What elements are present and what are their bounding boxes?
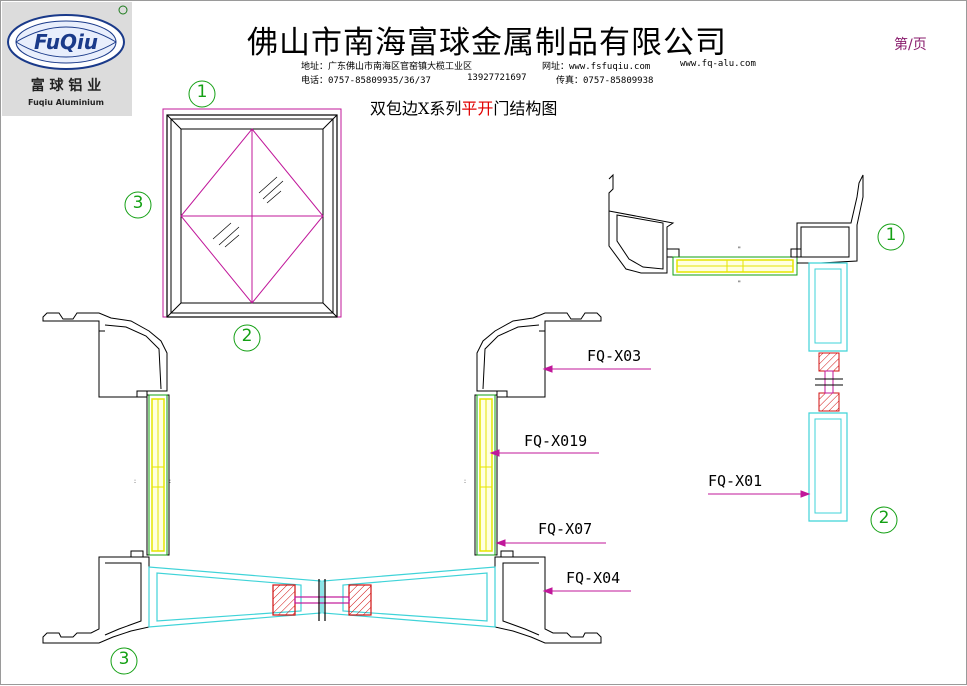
svg-text:": " xyxy=(738,246,741,253)
top-right-section: " " xyxy=(608,173,864,522)
left-jamb-section: : : xyxy=(42,312,171,644)
part-label-fq-x019: FQ-X019 xyxy=(524,432,588,450)
section-marker-3: 3 xyxy=(132,193,144,213)
sash-meeting-section xyxy=(148,566,496,628)
company-fax: 传真：0757-85809938 xyxy=(556,76,654,86)
drawing-title-highlight: 平开 xyxy=(461,99,494,118)
section-marker-2: 2 xyxy=(241,326,253,346)
part-label-fq-x04: FQ-X04 xyxy=(566,569,621,587)
door-elevation xyxy=(162,108,342,318)
leader-lines xyxy=(489,365,811,595)
section-marker-1b: 1 xyxy=(885,225,897,245)
drawing-title-suffix: 门结构图 xyxy=(493,99,558,118)
company-website: 网址：www.fsfuqiu.com xyxy=(542,62,651,72)
company-name: 佛山市南海富球金属制品有限公司 xyxy=(247,25,727,61)
section-marker-circles xyxy=(110,80,905,675)
section-marker-1: 1 xyxy=(196,82,208,102)
svg-text:Fuqiu Aluminium: Fuqiu Aluminium xyxy=(28,98,104,107)
svg-text::: : xyxy=(134,478,136,485)
company-mobile: 13927721697 xyxy=(467,73,527,83)
part-label-fq-x01: FQ-X01 xyxy=(708,472,763,490)
company-website-2: www.fq-alu.com xyxy=(680,59,756,69)
company-phone: 电话：0757-85809935/36/37 xyxy=(301,76,431,86)
page-number: 第/页 xyxy=(894,37,927,53)
part-label-fq-x03: FQ-X03 xyxy=(587,347,642,365)
part-label-fq-x07: FQ-X07 xyxy=(538,520,593,538)
right-jamb-section: : xyxy=(464,312,602,644)
svg-text::: : xyxy=(464,478,466,485)
drawing-title: 双包边X系列平开门结构图 xyxy=(370,95,557,119)
drawing-title-prefix: 双包边X系列 xyxy=(370,99,462,118)
company-address: 地址：广东佛山市南海区官窑镇大榄工业区 xyxy=(301,62,473,72)
svg-text:": " xyxy=(738,280,741,287)
svg-text:富 球 铝 业: 富 球 铝 业 xyxy=(31,77,102,94)
section-marker-3b: 3 xyxy=(118,649,130,669)
company-logo: FuQiu 富 球 铝 业 Fuqiu Aluminium xyxy=(2,2,132,116)
logo-graphic: FuQiu 富 球 铝 业 Fuqiu Aluminium xyxy=(7,5,128,107)
section-marker-2b: 2 xyxy=(878,508,890,528)
svg-text:FuQiu: FuQiu xyxy=(34,30,98,54)
svg-text::: : xyxy=(169,478,171,485)
